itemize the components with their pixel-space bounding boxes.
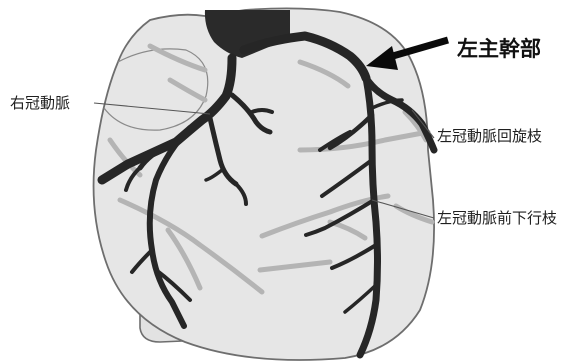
label-left-anterior-descending: 左冠動脈前下行枝: [437, 209, 557, 227]
label-right-coronary-artery: 右冠動脈: [10, 94, 70, 112]
label-left-circumflex: 左冠動脈回旋枝: [437, 127, 542, 145]
label-left-main-coronary: 左主幹部: [457, 37, 541, 61]
